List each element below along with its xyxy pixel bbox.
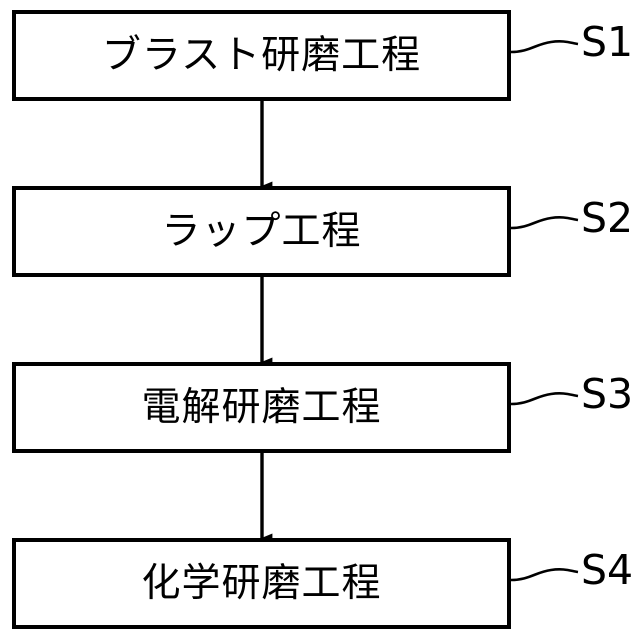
process-box-label-step-4: 化学研磨工程 xyxy=(141,561,382,606)
leader-line-s2 xyxy=(510,216,579,230)
process-box-step-3[interactable]: 電解研磨工程 xyxy=(12,362,511,453)
leader-line-s4 xyxy=(510,568,579,582)
reference-numeral-s3: S3 xyxy=(581,370,634,418)
reference-numeral-s2: S2 xyxy=(581,194,634,242)
process-box-step-2[interactable]: ラップ工程 xyxy=(12,186,511,277)
process-box-label-step-3: 電解研磨工程 xyxy=(141,385,382,430)
process-box-step-1[interactable]: ブラスト研磨工程 xyxy=(12,10,511,101)
process-box-label-step-1: ブラスト研磨工程 xyxy=(101,33,422,78)
reference-numeral-s1: S1 xyxy=(581,18,634,66)
process-box-label-step-2: ラップ工程 xyxy=(161,209,362,254)
leader-line-s1 xyxy=(510,40,579,54)
process-box-step-4[interactable]: 化学研磨工程 xyxy=(12,538,511,629)
leader-line-s3 xyxy=(510,392,579,406)
reference-numeral-s4: S4 xyxy=(581,546,634,594)
